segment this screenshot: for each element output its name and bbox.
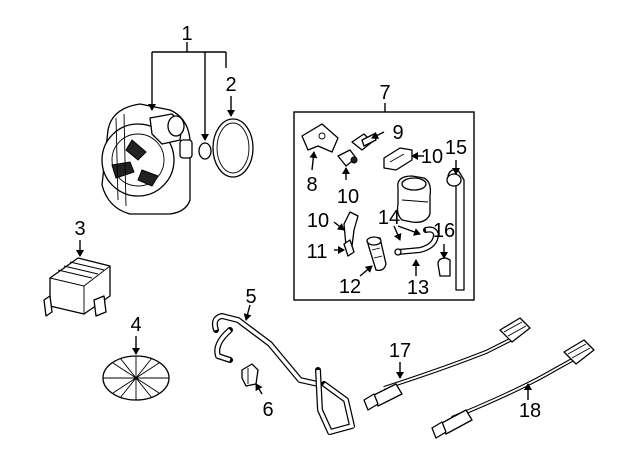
control-module <box>43 257 111 317</box>
callout-14: 13 <box>407 277 429 299</box>
group-7-box <box>293 111 475 301</box>
callout-15-leader-a <box>393 225 402 241</box>
callout-8-leader <box>309 151 318 171</box>
callout-18: 17 <box>389 340 411 362</box>
callout-15-leader-b <box>397 225 421 236</box>
connector-upper <box>351 133 377 151</box>
vacuum-line <box>211 313 355 435</box>
callout-17: 16 <box>433 220 455 242</box>
vacuum-pump <box>101 103 193 215</box>
bracket <box>301 123 339 153</box>
callout-11: 10 <box>307 210 329 232</box>
callout-10a-leader <box>371 131 385 139</box>
callout-10b: 10 <box>337 186 359 208</box>
cap <box>437 257 451 277</box>
callout-16: 15 <box>445 137 467 159</box>
callout-4: 4 <box>130 314 141 336</box>
hose-loop <box>394 226 439 256</box>
oxygen-sensor-upstream <box>363 317 531 411</box>
clip <box>241 363 259 387</box>
callout-5-leader <box>243 304 252 321</box>
callout-9: 10 <box>421 146 443 168</box>
callout-7: 7 <box>379 82 390 104</box>
callout-15: 14 <box>378 207 400 229</box>
callout-19: 18 <box>519 400 541 422</box>
oxygen-sensor-downstream <box>431 339 595 439</box>
inline-filter <box>366 236 387 272</box>
callout-13: 12 <box>339 276 361 298</box>
callout-2: 2 <box>225 74 236 96</box>
small-o-ring <box>198 142 212 160</box>
callout-1: 1 <box>181 23 192 45</box>
callout-1-leader <box>148 42 227 141</box>
callout-3: 3 <box>74 218 85 240</box>
callout-5: 5 <box>245 286 256 308</box>
callout-10a: 9 <box>392 122 403 144</box>
callout-13-leader <box>359 265 373 277</box>
tee-fitting <box>343 239 355 257</box>
callout-12: 11 <box>307 241 328 263</box>
callout-11-leader <box>333 221 345 231</box>
mounting-plate <box>383 147 413 171</box>
gasket-ring <box>212 118 254 178</box>
callout-8: 8 <box>306 174 317 196</box>
round-pad <box>102 355 170 401</box>
callout-6: 6 <box>262 399 273 421</box>
callout-6-leader <box>255 383 263 395</box>
solenoid-valve <box>396 175 432 223</box>
elbow-fitting <box>343 211 359 247</box>
connector-lower <box>337 149 358 167</box>
